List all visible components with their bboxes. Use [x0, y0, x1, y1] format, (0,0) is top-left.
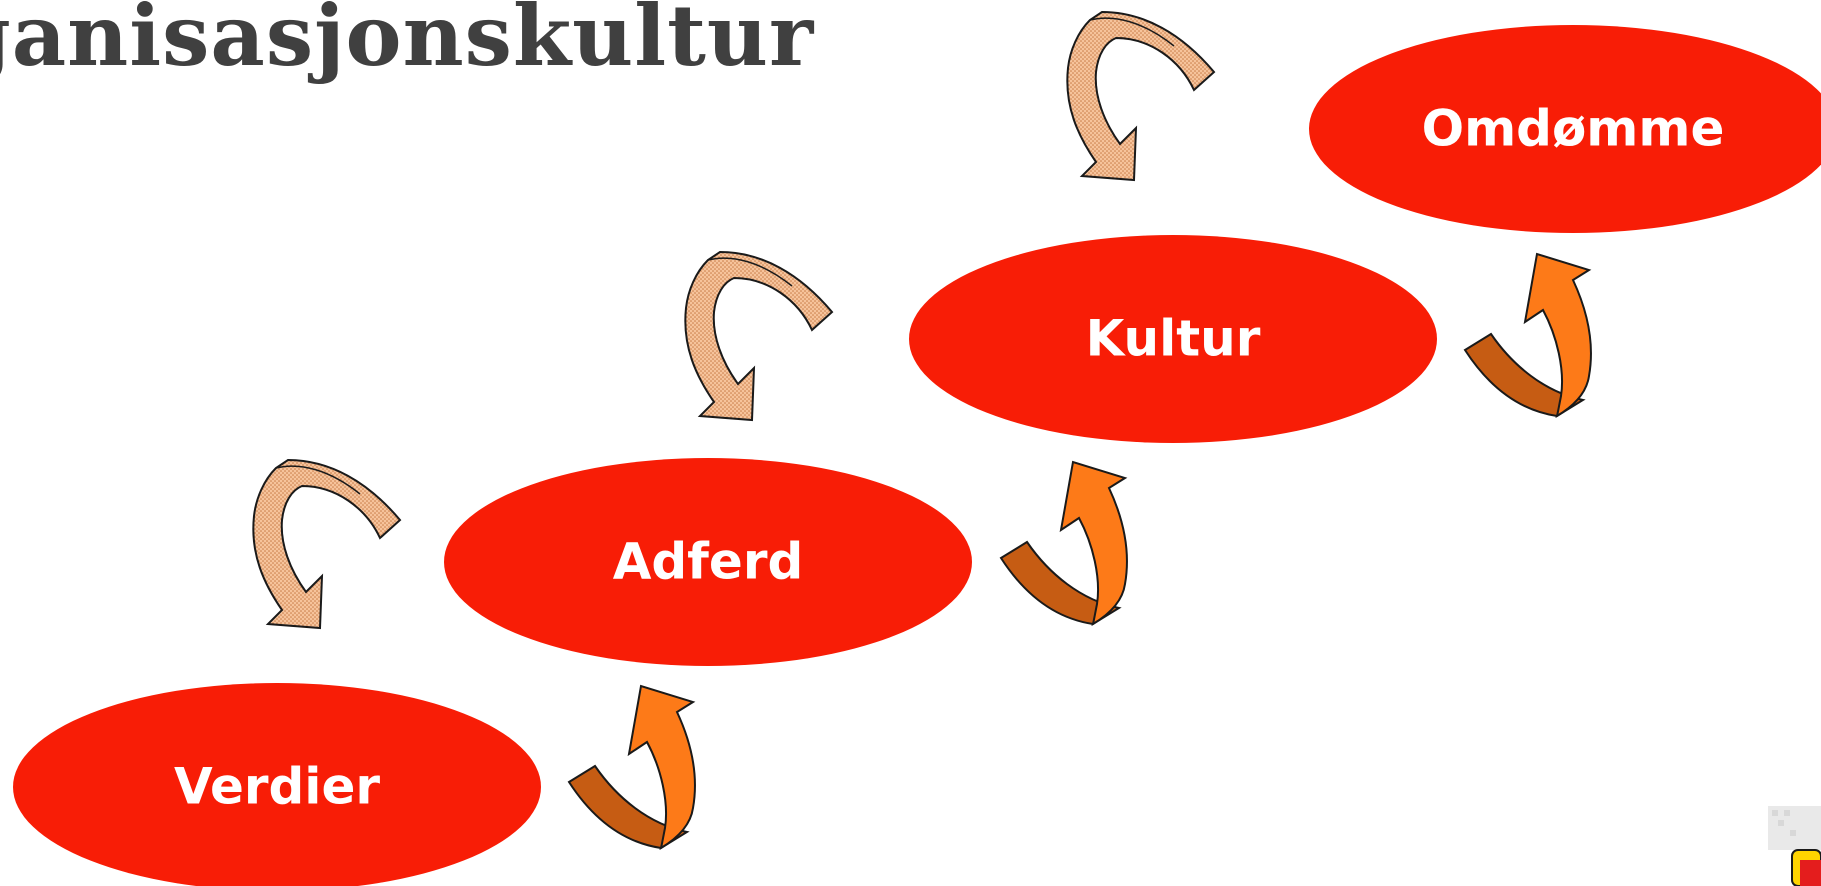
node-adferd-shape [444, 458, 972, 666]
node-kultur: Kultur [909, 235, 1437, 443]
node-verdier-shape [13, 683, 541, 886]
up-arrow-icon [568, 685, 697, 849]
node-omdomme-label: Omdømme [1422, 100, 1725, 158]
logo-icon [1768, 806, 1821, 886]
node-omdomme: Omdømme [1309, 25, 1821, 233]
node-verdier-label: Verdier [174, 758, 380, 816]
up-arrow-icon [1464, 253, 1593, 417]
node-omdomme-shape [1309, 25, 1821, 233]
node-verdier: Verdier [13, 683, 541, 886]
back-arrow-icon [684, 251, 833, 421]
node-kultur-label: Kultur [1086, 310, 1261, 368]
back-arrow-icon [1066, 11, 1215, 181]
back-arrow-icon [252, 459, 401, 629]
node-kultur-shape [909, 235, 1437, 443]
slide-title: ganisasjonskultur [0, 0, 815, 85]
node-adferd: Adferd [444, 458, 972, 666]
up-arrow-icon [1000, 461, 1129, 625]
node-adferd-label: Adferd [613, 533, 804, 591]
